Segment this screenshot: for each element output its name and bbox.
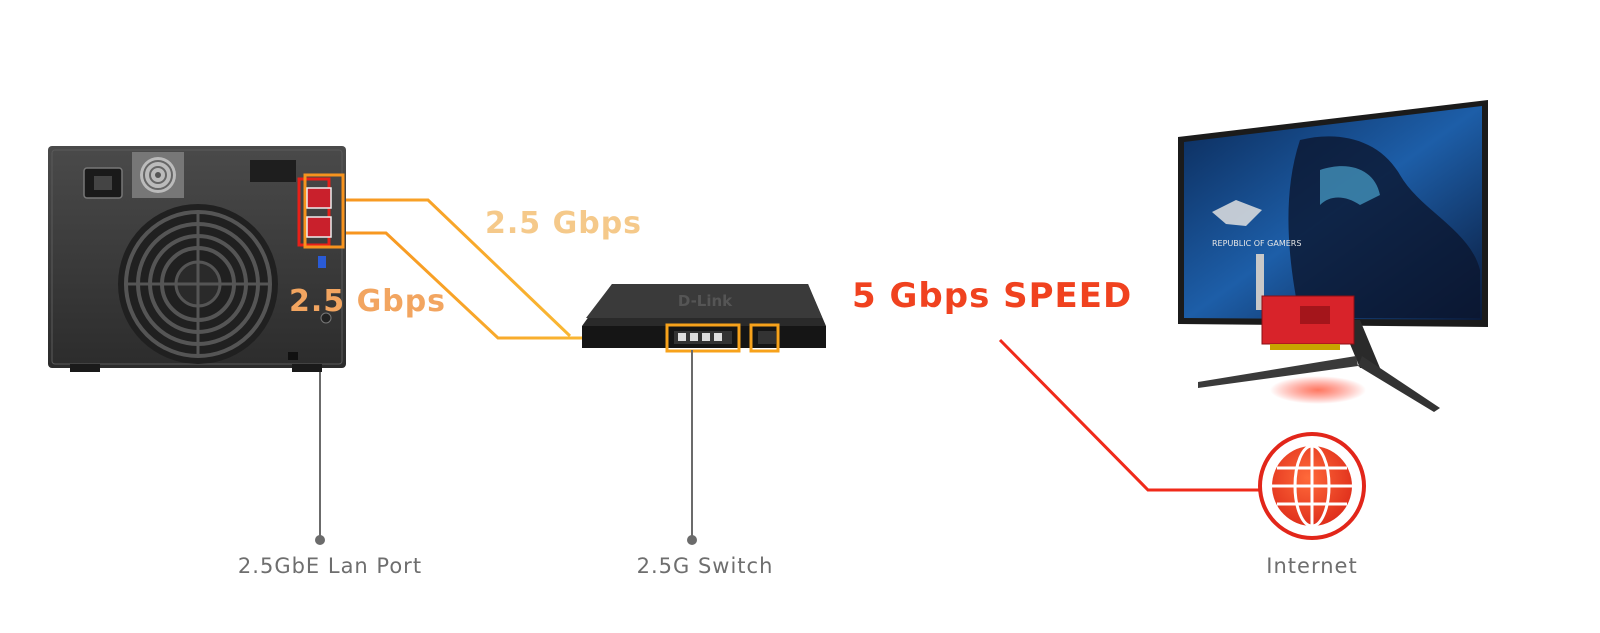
cable-upper <box>322 198 572 338</box>
cable-to-internet <box>998 338 1262 492</box>
pin-nas <box>315 535 325 545</box>
globe-icon <box>1258 432 1366 540</box>
caption-switch: 2.5G Switch <box>636 554 774 578</box>
nas-device <box>48 146 346 372</box>
callout-pins <box>315 350 697 545</box>
switch-brand-text: D-Link <box>678 292 733 310</box>
network-switch <box>582 284 826 353</box>
pin-switch <box>687 535 697 545</box>
lan-port-1 <box>306 187 332 209</box>
speed-label-lower: 2.5 Gbps <box>289 284 447 319</box>
cable-lower <box>342 231 592 340</box>
switch-ports-highlight <box>665 323 741 353</box>
lan-port-highlight-red <box>297 177 331 247</box>
speed-label-upper: 2.5 Gbps <box>485 206 643 241</box>
speed-label-main: 5 Gbps SPEED <box>852 276 1133 316</box>
caption-internet: Internet <box>1266 554 1358 578</box>
monitor-brand-text: REPUBLIC OF GAMERS <box>1212 239 1301 248</box>
gaming-monitor <box>1178 100 1488 412</box>
switch-uplink-highlight <box>749 323 780 353</box>
lan-port-highlight-orange <box>303 173 345 249</box>
network-card <box>1256 254 1355 350</box>
caption-nas: 2.5GbE Lan Port <box>237 554 423 578</box>
lan-port-2 <box>306 216 332 238</box>
cables <box>322 198 1272 492</box>
nas-fan <box>118 204 278 364</box>
rog-logo-icon <box>1212 200 1262 226</box>
